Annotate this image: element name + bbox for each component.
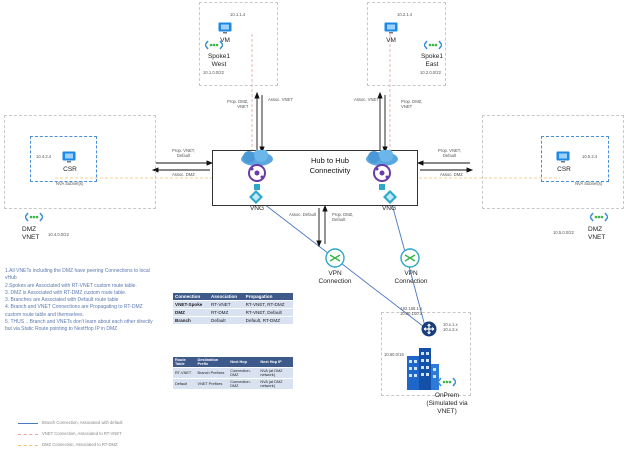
assoc-vnet-left: Assoc. VNET [268,97,293,102]
note-item: 5. THUS .. Branch and VNETs don't learn … [5,318,153,332]
table-header: Destination Prefix [195,357,229,368]
table-header: Association [209,293,244,301]
table-header: Next Hop IP [258,357,293,368]
note-item: 3. Branches are Associated with Default … [5,297,119,303]
dmz-left-ip: 10.4.2.4 [36,154,52,159]
dmz-right-ip: 10.5.2.4 [582,154,598,159]
spoke-east-vm-label: VM [386,37,396,44]
route-association-table: Connection Association Propagation VNET-… [173,293,293,324]
dmz-left-cidr: 10.4.0.0/22 [48,232,69,237]
spoke-west-vm-label: VM [220,37,230,44]
onprem-cidr: 10.60.0/16 [384,352,404,357]
assoc-default: Assoc. Default [289,212,316,217]
prop-dmz-vnet-left: Prop. DMZ,VNET [227,99,249,109]
spoke-west-ip-top: 10.1.1.4 [230,12,246,17]
vng-right-label: VNG [381,205,397,212]
dmz-right-csr-label: CSR [557,166,571,173]
dmz-left-nva: NVA Subnet(s) [56,181,84,186]
csr-icon[interactable] [62,151,76,163]
dmz-right-cidr: 10.5.0.0/22 [553,230,574,235]
spoke-east-ip-top: 10.2.1.4 [397,12,413,17]
assoc-dmz-right: Assoc. DMZ [440,172,463,177]
vnet-icon [424,40,442,50]
vpn-connection-icon[interactable] [400,248,420,268]
vm-icon[interactable] [384,22,398,34]
vpn-connection-icon[interactable] [325,248,345,268]
note-item: 3. DMZ is Associated with RT-DMZ custom … [5,289,127,296]
vnet-icon [25,212,43,222]
vng-left-label: VNG [249,205,265,212]
table-header: Next Hop [228,357,259,368]
table-row: DMZ RT-DMZ RT-VNET, Default [173,308,293,317]
table-header: Connection [173,293,210,301]
dmz-right-nva-subnet [541,136,609,182]
prop-vnet-default-right: Prop. VNET,Default [438,148,462,158]
notes-list: 1.All VNETs including the DMZ have peeri… [5,268,155,333]
router-icon[interactable] [421,321,437,337]
dmz-left-nva-subnet [30,136,97,182]
prop-vnet-default-left: Prop. VNET,Default [172,148,196,158]
note-item: 4. Branch and VNET Connections are Propa… [5,304,143,318]
vng-icon[interactable] [249,190,263,204]
assoc-dmz-left: Assoc. DMZ [172,172,195,177]
table-header: Route Table [173,357,196,368]
spoke-west-box [199,2,278,86]
static-route-table: Route Table Destination Prefix Next Hop … [173,357,293,389]
note-item: 1.All VNETs including the DMZ have peeri… [5,268,150,282]
dmz-left-box [4,115,156,209]
vhub-cloud-icon[interactable] [237,150,277,196]
table-header: Propagation [243,293,293,301]
vnet-icon [590,212,608,222]
vnet-icon [438,377,456,387]
vnet-icon [205,40,223,50]
spoke-east-cidr: 10.2.0.0/22 [420,70,441,75]
prop-dmz-vnet-right: Prop. DMZ,VNET [401,99,423,109]
building-icon [405,348,439,390]
spoke-west-cidr: 10.1.0.0/22 [203,70,224,75]
prop-dmz-default: Prop. DMZ,Default [332,212,354,222]
table-row: VNET-Spoke RT-VNET RT-VNET, RT-DMZ [173,300,293,309]
assoc-vnet-right: Assoc. VNET [354,97,379,102]
vhub-cloud-icon[interactable] [362,150,402,196]
table-row: RT-VNET Branch Prefixes Connection-DMZ N… [173,367,293,379]
vng-icon[interactable] [383,190,397,204]
table-row: Default VNET Prefixes Connection-DMZ NVA… [173,378,293,389]
onprem-box [381,312,471,396]
vm-icon[interactable] [218,22,232,34]
dmz-right-nva: NVA Subnet(s) [575,181,603,186]
dmz-left-csr-label: CSR [63,166,77,173]
hub-title: Hub to Hub Connectivity [309,156,351,176]
table-row: Branch Default Default, RT-DMZ [173,316,293,324]
spoke-east-box [367,2,446,86]
csr-icon[interactable] [556,151,570,163]
note-item: 2.Spokes are Associated with RT-VNET cus… [5,282,137,289]
